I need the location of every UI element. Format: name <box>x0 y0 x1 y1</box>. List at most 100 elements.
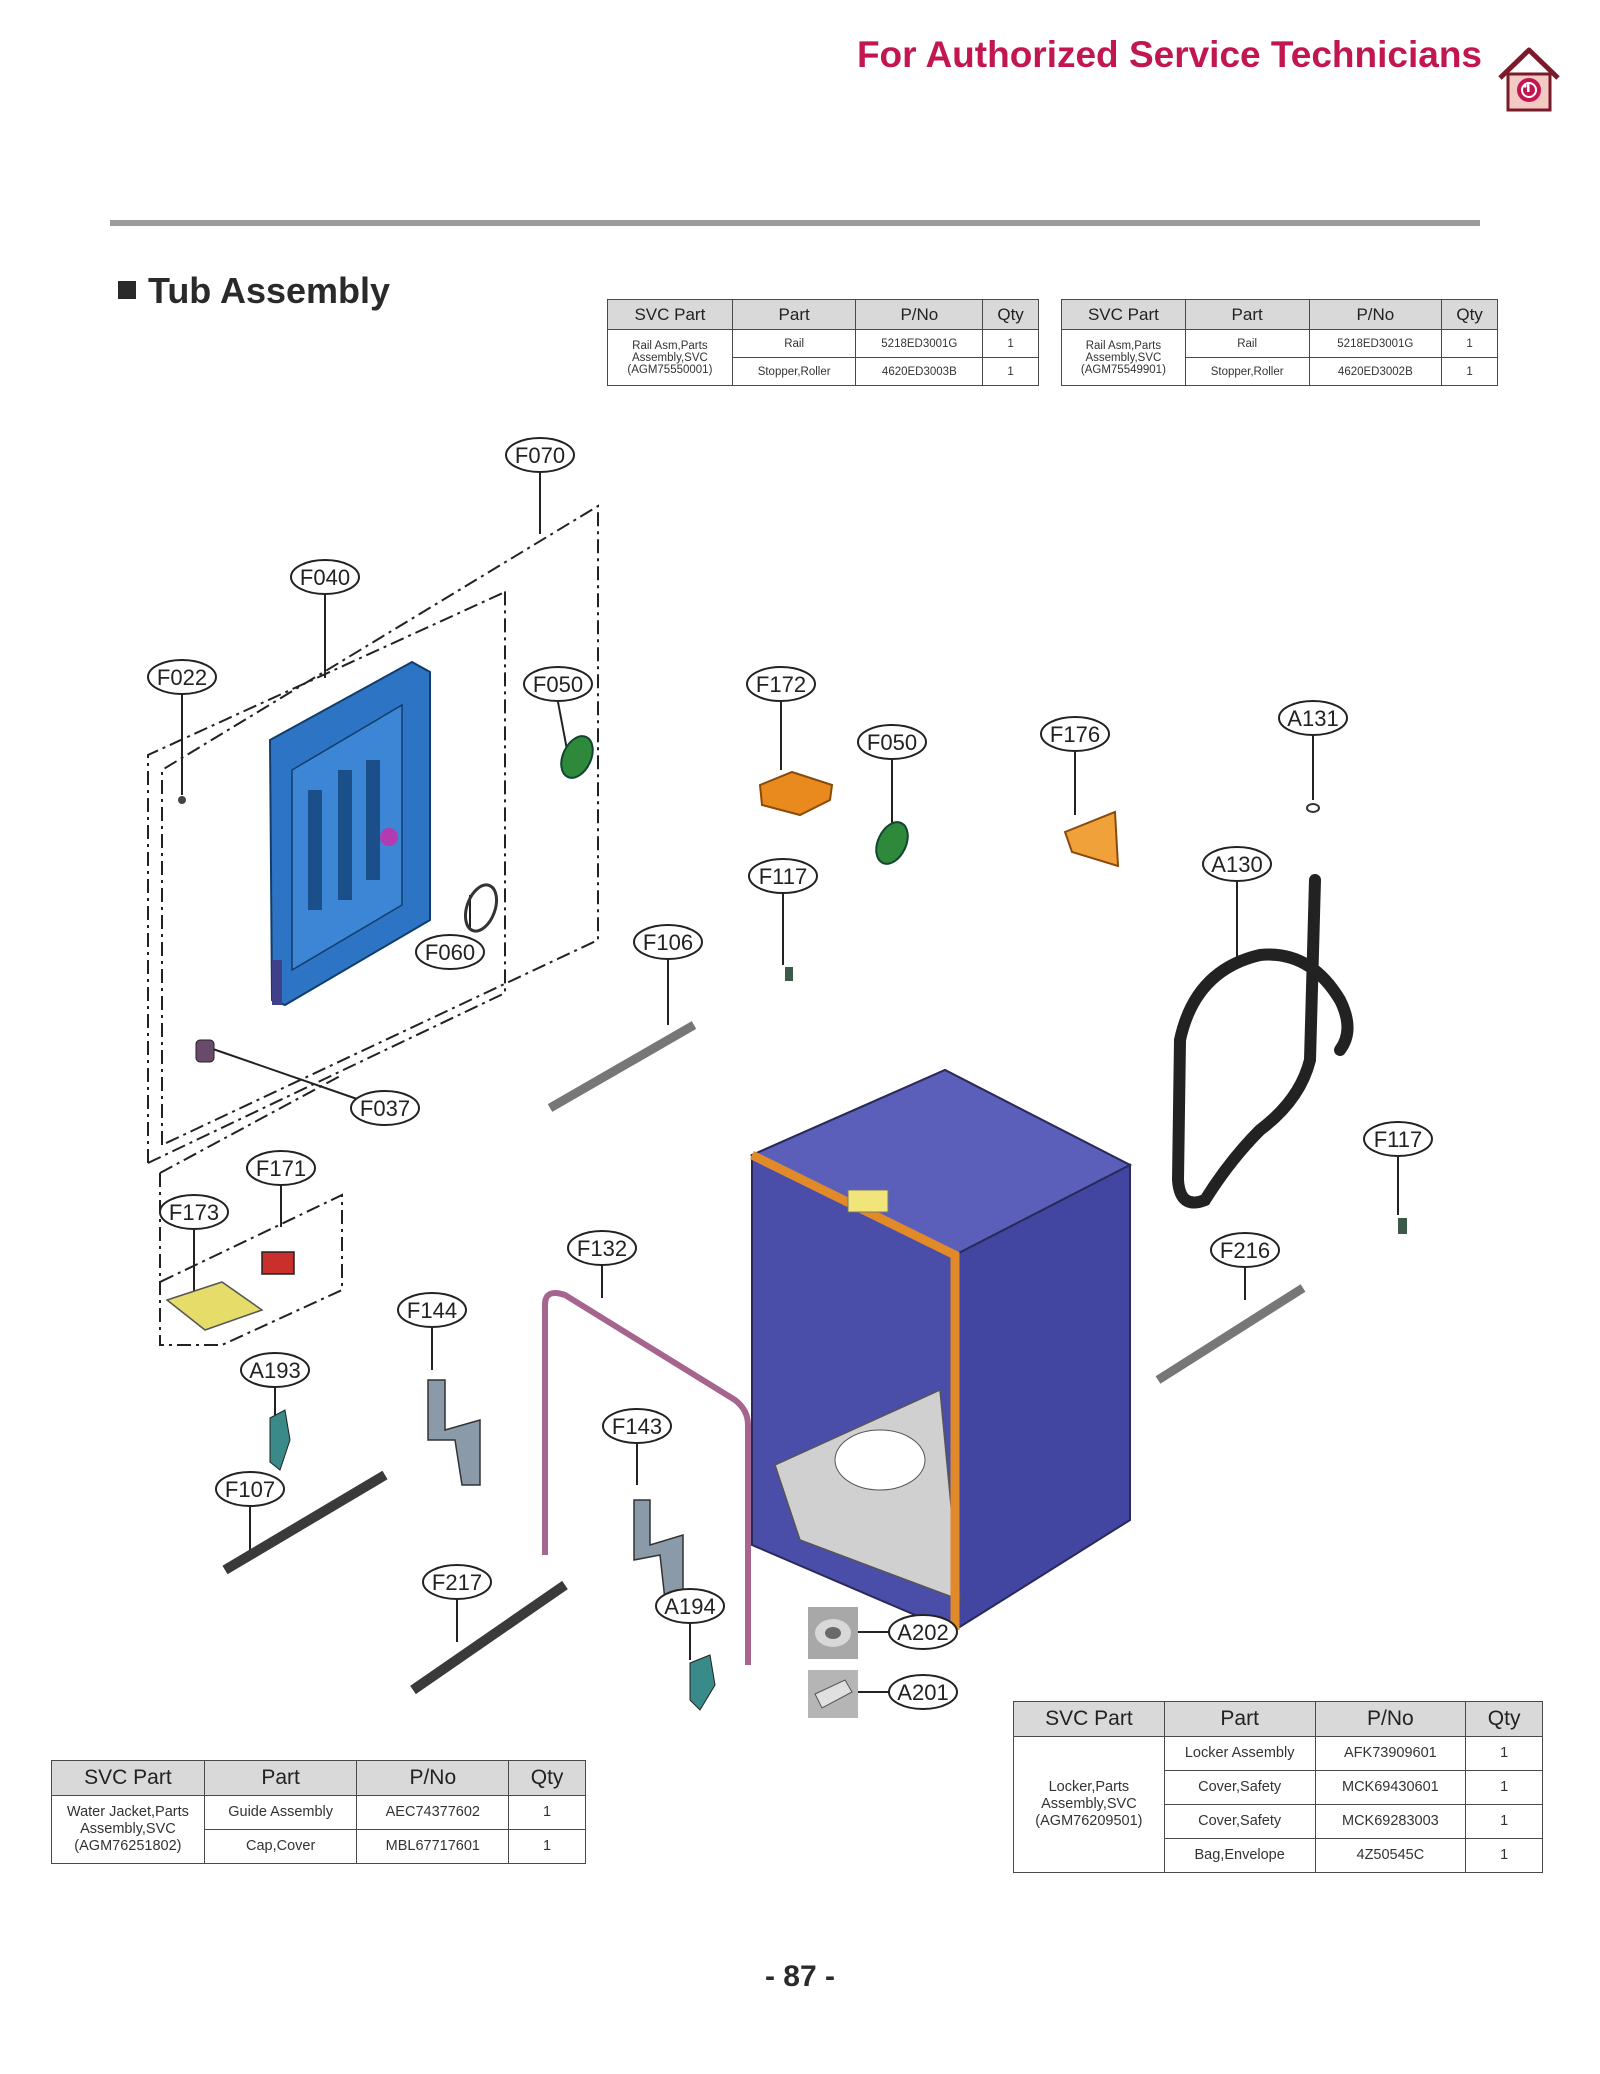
col-part: Part <box>731 299 857 330</box>
col-pno: P/No <box>1314 1701 1467 1737</box>
callout-label: F022 <box>157 665 207 690</box>
qty-cell: 1 <box>982 357 1039 386</box>
pno-cell: AEC74377602 <box>356 1795 510 1830</box>
callout-bubble <box>246 1150 316 1186</box>
bullet-icon <box>118 281 136 299</box>
rail-asm-table-1: SVC Part Part P/No Qty Rail Asm,Parts As… <box>607 299 1039 386</box>
table-row: Locker,Parts Assembly,SVC (AGM76209501) … <box>1013 1736 1543 1873</box>
header-title: For Authorized Service Technicians <box>856 34 1482 75</box>
table-row: Stopper,Roller 4620ED3003B 1 <box>608 357 1039 386</box>
part-cell: Bag,Envelope <box>1163 1838 1316 1873</box>
table-row: Rail Asm,Parts Assembly,SVC (AGM75550001… <box>607 329 1039 386</box>
callout-label: A201 <box>897 1680 948 1705</box>
callout-label: F143 <box>612 1414 662 1439</box>
svc-part-cell: Water Jacket,Parts Assembly,SVC (AGM7625… <box>51 1795 205 1864</box>
rail-asm-table-2: SVC Part Part P/No Qty Rail Asm,Parts As… <box>1061 299 1498 386</box>
callout-f050: F050 <box>523 666 593 702</box>
callout-a130: A130 <box>1202 846 1272 882</box>
callout-label: A202 <box>897 1620 948 1645</box>
callout-a193: A193 <box>240 1352 310 1388</box>
callout-f037: F037 <box>350 1090 420 1126</box>
callout-label: F144 <box>407 1298 457 1323</box>
callout-bubble <box>290 559 360 595</box>
qty-cell: 1 <box>1441 357 1498 386</box>
col-svc-part: SVC Part <box>1061 299 1186 330</box>
callout-f173: F173 <box>159 1194 229 1230</box>
part-cell: Cover,Safety <box>1163 1804 1316 1839</box>
callout-label: F037 <box>360 1096 410 1121</box>
pno-cell: 5218ED3001G <box>1308 329 1443 358</box>
callout-label: F117 <box>759 864 808 889</box>
callout-bubble <box>397 1292 467 1328</box>
callout-label: F117 <box>1374 1127 1423 1152</box>
section-title: Tub Assembly <box>118 270 390 312</box>
callout-f107: F107 <box>215 1471 285 1507</box>
lg-house-logo-icon <box>1498 47 1560 112</box>
pno-cell: AFK73909601 <box>1314 1736 1467 1771</box>
table-row: Cap,Cover MBL67717601 1 <box>52 1829 586 1864</box>
callout-f117: F117 <box>748 858 818 894</box>
qty-cell: 1 <box>1465 1804 1543 1839</box>
callout-bubble <box>1202 846 1272 882</box>
svc-part-cell: Rail Asm,Parts Assembly,SVC (AGM75550001… <box>607 329 733 386</box>
callout-f040: F040 <box>290 559 360 595</box>
section-title-text: Tub Assembly <box>148 270 391 311</box>
callout-bubble <box>888 1614 958 1650</box>
callout-f172: F172 <box>746 666 816 702</box>
callout-label: F106 <box>643 930 693 955</box>
callout-bubble <box>655 1588 725 1624</box>
callout-f143: F143 <box>602 1408 672 1444</box>
part-cell: Rail <box>731 329 857 358</box>
qty-cell: 1 <box>1441 329 1498 358</box>
callout-label: F050 <box>533 672 583 697</box>
part-cell: Cap,Cover <box>203 1829 358 1864</box>
pno-cell: MCK69430601 <box>1314 1770 1467 1805</box>
col-svc-part: SVC Part <box>51 1760 205 1796</box>
part-cell: Cover,Safety <box>1163 1770 1316 1805</box>
callout-a131: A131 <box>1278 700 1348 736</box>
callout-f060: F060 <box>415 934 485 970</box>
callout-bubble <box>523 666 593 702</box>
callout-label: F216 <box>1220 1238 1270 1263</box>
callout-bubble <box>505 437 575 473</box>
locker-table: SVC Part Part P/No Qty Locker,Parts Asse… <box>1013 1701 1543 1873</box>
callout-f022: F022 <box>147 659 217 695</box>
part-cell: Rail <box>1184 329 1310 358</box>
callout-f070: F070 <box>505 437 575 473</box>
pno-cell: 4Z50545C <box>1314 1838 1467 1873</box>
callout-label: A193 <box>249 1358 300 1383</box>
qty-cell: 1 <box>982 329 1039 358</box>
callout-f217: F217 <box>422 1564 492 1600</box>
col-part: Part <box>1184 299 1310 330</box>
svc-part-cell: Locker,Parts Assembly,SVC (AGM76209501) <box>1013 1736 1165 1873</box>
callout-f144: F144 <box>397 1292 467 1328</box>
callout-label: F070 <box>515 443 565 468</box>
table-row: Rail Asm,Parts Assembly,SVC (AGM75549901… <box>1061 329 1498 386</box>
callout-label: F173 <box>169 1200 219 1225</box>
callout-label: A131 <box>1287 706 1338 731</box>
callout-bubble <box>240 1352 310 1388</box>
pno-cell: 4620ED3002B <box>1308 357 1443 386</box>
callout-bubble <box>857 724 927 760</box>
callout-f132: F132 <box>567 1230 637 1266</box>
callout-bubble <box>1040 716 1110 752</box>
callout-label: F176 <box>1050 722 1100 747</box>
col-svc-part: SVC Part <box>607 299 733 330</box>
callout-f216: F216 <box>1210 1232 1280 1268</box>
pno-cell: 4620ED3003B <box>855 357 984 386</box>
callout-bubble <box>888 1674 958 1710</box>
callout-bubble <box>633 924 703 960</box>
callout-a194: A194 <box>655 1588 725 1624</box>
col-qty: Qty <box>508 1760 586 1796</box>
callout-label: A194 <box>664 1594 715 1619</box>
callout-bubble <box>159 1194 229 1230</box>
header-divider <box>110 220 1480 226</box>
col-svc-part: SVC Part <box>1013 1701 1165 1737</box>
callout-label: F060 <box>425 940 475 965</box>
callout-label: F172 <box>756 672 806 697</box>
col-qty: Qty <box>1441 299 1498 330</box>
callout-label: F217 <box>432 1570 482 1595</box>
callout-bubble <box>1278 700 1348 736</box>
part-cell: Stopper,Roller <box>1184 357 1310 386</box>
